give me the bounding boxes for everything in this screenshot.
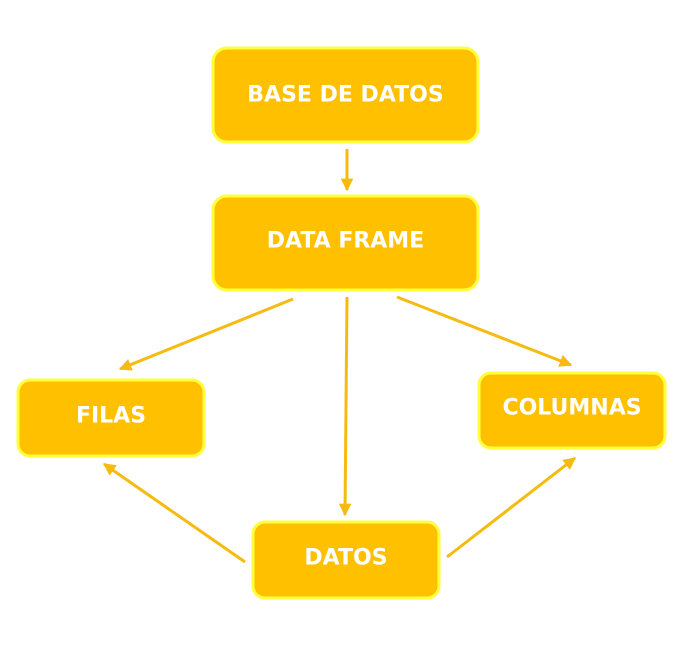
node-label: COLUMNAS (502, 396, 641, 421)
arrow-frame-to-columnas (396, 295, 573, 367)
node-label: FILAS (76, 404, 146, 429)
node-box (251, 520, 441, 600)
arrow-frame-to-filas (118, 297, 294, 371)
node-columnas: COLUMNAS (477, 371, 667, 450)
node-datos: DATOS (251, 520, 441, 600)
node-box (211, 46, 480, 144)
node-box (211, 194, 480, 292)
node-filas: FILAS (16, 378, 206, 458)
node-label: DATOS (304, 546, 387, 571)
node-label: BASE DE DATOS (247, 83, 443, 108)
node-data-frame: DATA FRAME (211, 194, 480, 292)
arrow-datos-to-filas (102, 462, 246, 564)
connectors (102, 149, 576, 564)
arrow-frame-to-datos (338, 296, 352, 517)
node-label: DATA FRAME (267, 229, 424, 254)
arrow-datos-to-columnas (446, 456, 576, 559)
node-box (477, 371, 667, 450)
node-base-de-datos: BASE DE DATOS (211, 46, 480, 144)
node-box (16, 378, 206, 458)
